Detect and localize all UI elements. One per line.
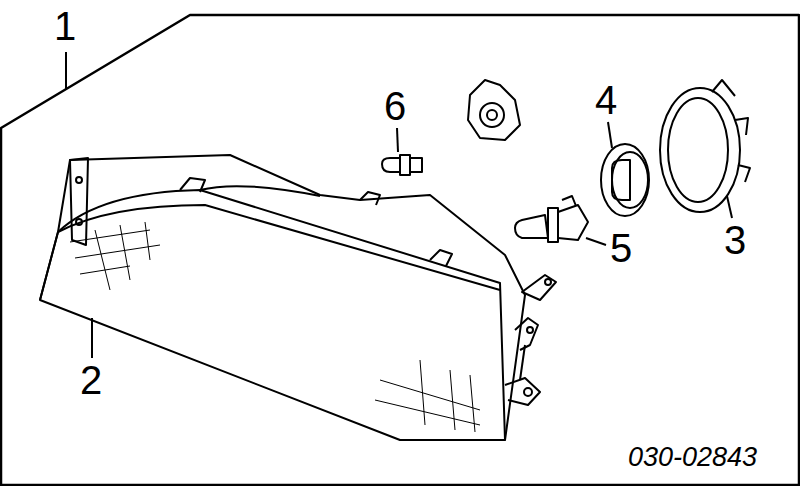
side-marker-bulb	[382, 155, 422, 175]
dust-cover	[601, 144, 649, 216]
callout-number: 5	[610, 228, 632, 268]
callout-number: 6	[384, 86, 406, 126]
retaining-ring	[660, 80, 750, 212]
leader-lines	[66, 52, 732, 358]
callout-number: 3	[724, 220, 746, 260]
group-frame	[1, 15, 799, 485]
diagram-number: 030-02843	[628, 444, 757, 471]
headlamp-bulb	[515, 196, 588, 242]
headlamp-assembly	[40, 155, 556, 440]
callout-number: 4	[595, 80, 617, 120]
callout-number: 2	[80, 360, 102, 400]
callout-number: 1	[54, 6, 76, 46]
bulb-socket	[468, 80, 520, 140]
